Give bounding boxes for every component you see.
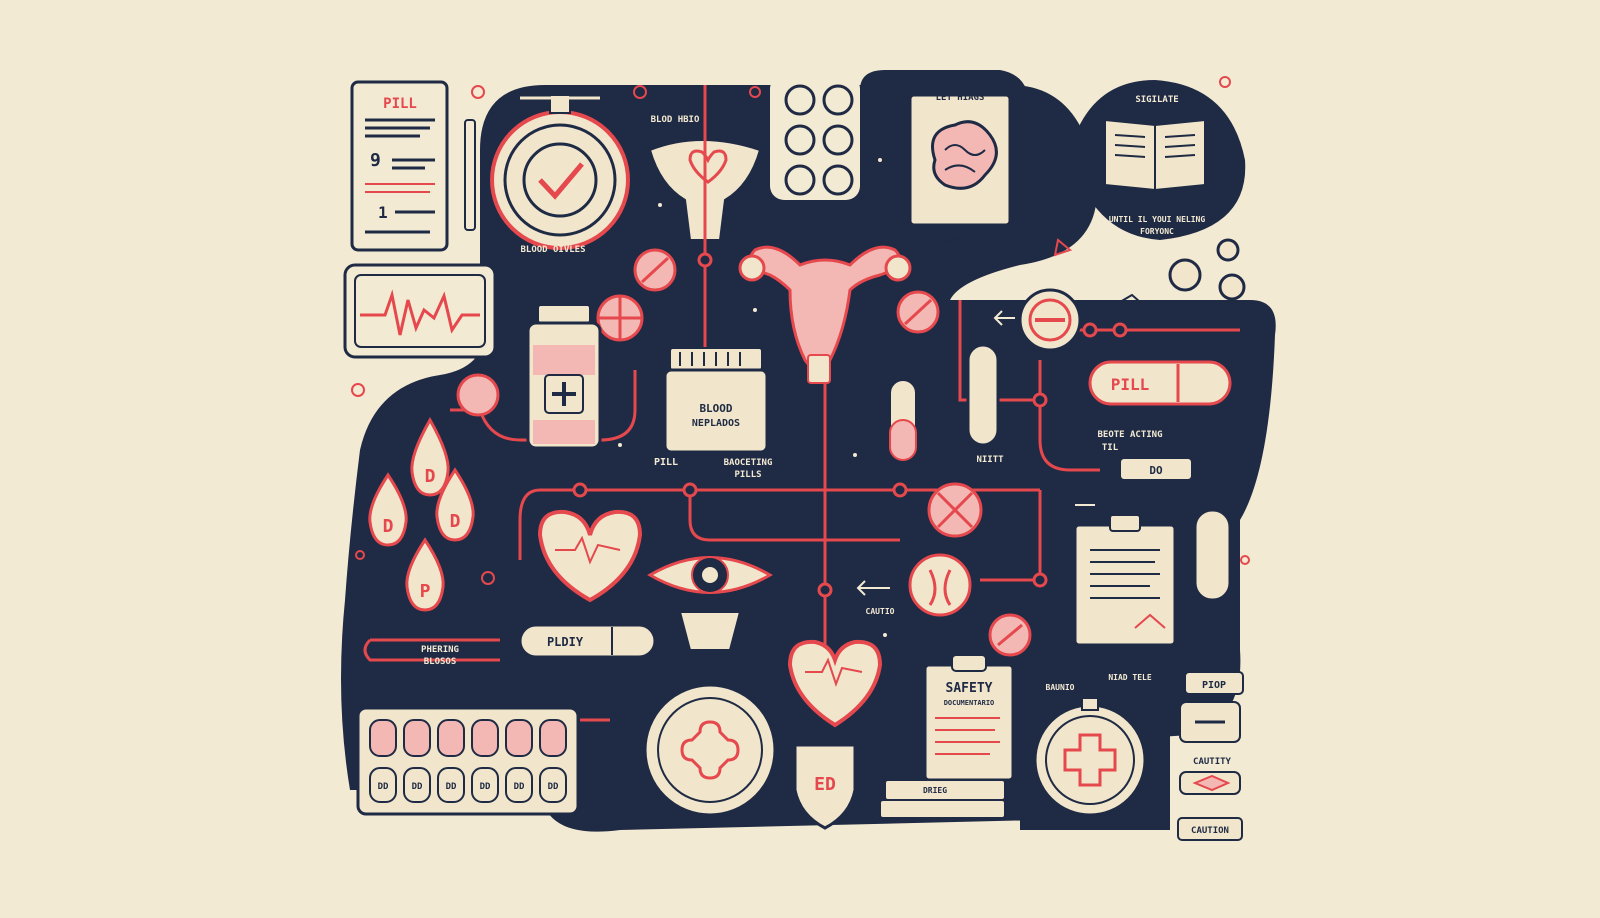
brain-caption-2: ELISRECTOD: [928, 249, 983, 259]
plus-icon: [552, 382, 576, 406]
blister-label: DD: [446, 782, 457, 792]
ecg-line-icon: [555, 535, 621, 565]
caution-tag-1: CAUTITY: [1193, 757, 1232, 767]
caution-tag-2: CAUTION: [1191, 826, 1229, 836]
pen-icon: [464, 119, 476, 231]
ed-shield: ED: [793, 743, 857, 830]
caution-small-label: CAUTIO: [866, 607, 895, 616]
drop-label-2: D: [383, 516, 394, 537]
book-circle: SIGILATE UNTIL IL YOUI NELING FORYONC: [1104, 95, 1206, 236]
safety-subtitle: DOCUMENTARIO: [944, 699, 995, 707]
pill-document-number-2: 1: [378, 203, 388, 222]
acting-caption-1: BEOTE ACTING: [1097, 430, 1162, 440]
brain-card: LET HIAGS PISCOCEIL ELISRECTOD: [908, 93, 1012, 259]
capsule-vials: NIITT: [889, 343, 1004, 465]
book-caption-2: FORYONC: [1140, 227, 1174, 236]
no-entry-sign: [1018, 288, 1082, 352]
checkmark-icon: [538, 162, 584, 200]
blister-label: DD: [514, 782, 525, 792]
reducing-caption: BAOCETING: [724, 458, 773, 468]
heart-ecg: [537, 509, 643, 603]
shield-icon: [793, 743, 857, 830]
acting-caption-2: TIL: [1102, 443, 1119, 453]
heartbeat-monitor: [343, 263, 497, 359]
safety-title: SAFETY: [946, 681, 993, 696]
drop-label-1: D: [425, 466, 436, 487]
shield-label: ED: [814, 774, 836, 795]
medical-seal: BAUNIO NIAD TELE: [1033, 673, 1152, 817]
decorative-stars: [618, 158, 887, 637]
top-connector: BLOD HBIO: [651, 85, 707, 130]
right-small-caption-2: NIAD TELE: [1108, 673, 1152, 682]
drop-label-4: P: [420, 581, 431, 602]
jar-label-line-2: NEPLADOS: [692, 418, 740, 429]
eye-device: [647, 556, 773, 651]
medicine-bottle: [526, 304, 602, 450]
caution-circle: CAUTIO: [866, 553, 972, 617]
brain-icon: [931, 120, 998, 190]
brain-caption-1: PISCOCEIL: [931, 236, 980, 246]
do-tag: DO: [1119, 457, 1193, 481]
blood-jar: BLOOD NEPLADOS PILL BAOCETING PILLS: [654, 347, 773, 480]
right-small-caption-1: BAUNIO: [1046, 683, 1075, 692]
stopwatch-check: BLOOD OIVLES: [490, 94, 630, 255]
blister-label: DD: [548, 782, 559, 792]
jar-label-line-1: BLOOD: [699, 402, 732, 415]
medical-cross-icon: [1063, 733, 1117, 787]
capsule-right-icon: [1193, 508, 1232, 602]
blister-bottom-row: [369, 767, 567, 803]
bottom-capsule-label: PLDIY: [547, 635, 584, 649]
cross-clock: [643, 683, 777, 817]
ecg-line-icon: [805, 657, 863, 687]
blister-pack: DD DD DD DD DD DD: [356, 706, 580, 816]
pill-capsule-large: PILL: [1088, 360, 1232, 406]
right-tags: PIOP CAUTITY CAUTION: [1177, 671, 1244, 841]
pill-caption: PILL: [654, 457, 678, 468]
stopwatch-caption: BLOOD OIVLES: [520, 245, 585, 255]
ecg-line-icon: [360, 289, 480, 336]
blister-label: DD: [412, 782, 423, 792]
cross-icon: [680, 720, 740, 780]
clipboard-right: [1073, 514, 1177, 647]
pill-ring-grid: [770, 75, 860, 200]
pill-scorelines: [598, 256, 1023, 647]
heart-bottom: [787, 639, 883, 728]
blister-label: DD: [480, 782, 491, 792]
heart-icon: [688, 149, 728, 184]
bottom-capsule: PLDIY: [518, 623, 657, 659]
brain-card-title: LET HIAGS: [936, 93, 985, 103]
top-center-label: BLOD HBIO: [651, 115, 700, 125]
capsule-caption: NIITT: [976, 455, 1004, 465]
phone-caption-1: PHERING: [421, 645, 459, 655]
blister-top-row: [369, 719, 567, 757]
piop-tag-label: PIOP: [1202, 680, 1226, 691]
pill-document-number-1: 9: [370, 150, 381, 171]
decorative-sparkles: [351, 76, 1250, 585]
pill-capsule-label: PILL: [1111, 375, 1150, 394]
safety-clipboard: SAFETY DOCUMENTARIO DRIEG: [879, 654, 1015, 819]
uterus-diagram: [738, 245, 912, 384]
blister-label: DD: [378, 782, 389, 792]
drop-label-3: D: [450, 511, 461, 532]
pill-document-title: PILL: [383, 96, 417, 112]
blood-drops: D D D P: [368, 416, 475, 612]
phone-caption-2: BLOSOS: [424, 657, 457, 667]
books-label: DRIEG: [923, 786, 947, 795]
pill-document: PILL 9 1: [350, 80, 476, 252]
do-tag-label: DO: [1149, 464, 1163, 477]
pills-caption: PILLS: [734, 470, 761, 480]
book-caption-1: UNTIL IL YOUI NELING: [1109, 215, 1206, 224]
arrows: [398, 265, 1095, 596]
book-title: SIGILATE: [1135, 95, 1178, 105]
